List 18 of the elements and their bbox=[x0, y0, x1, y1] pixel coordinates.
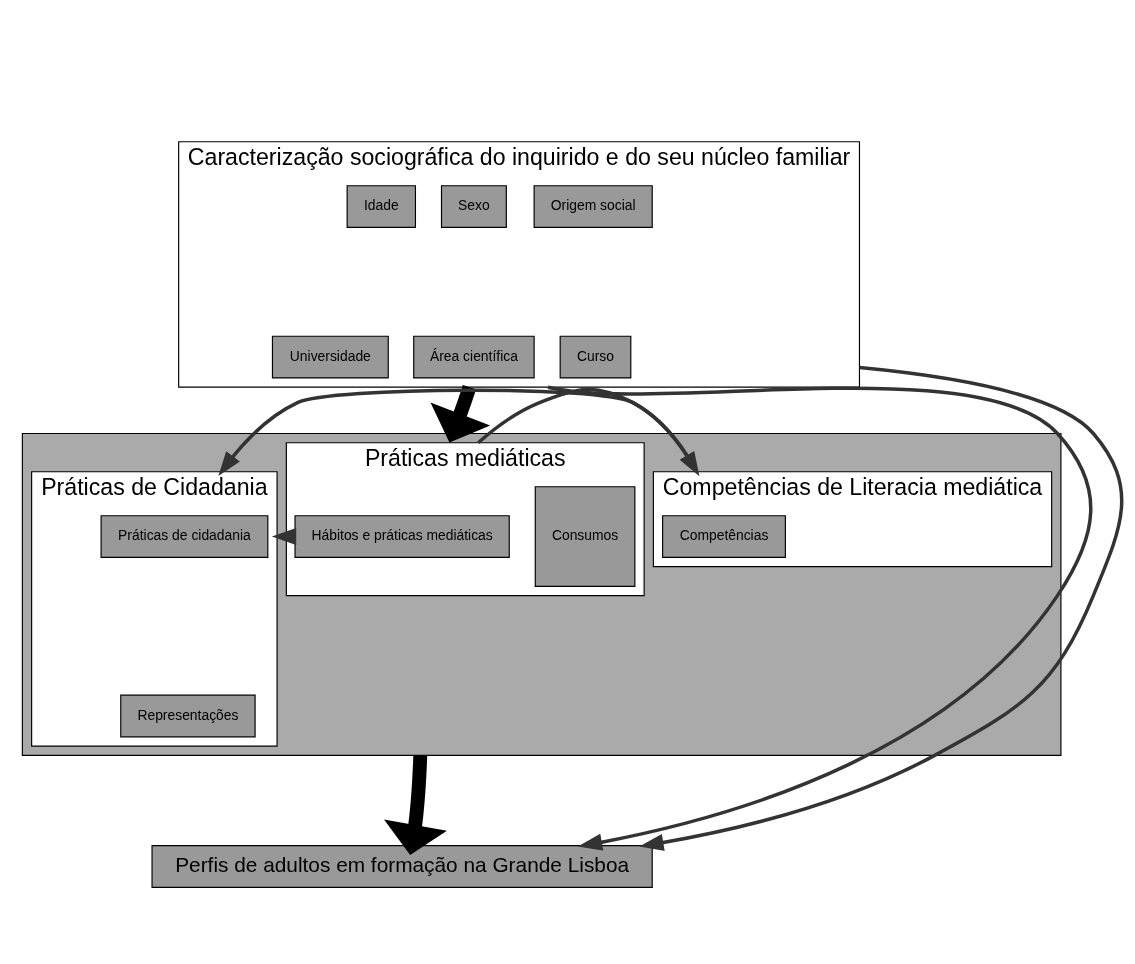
node-box: Área científica bbox=[413, 335, 535, 379]
node-box: Competências bbox=[662, 515, 786, 558]
node-box: Origem social bbox=[533, 185, 653, 228]
arrow bbox=[430, 385, 491, 443]
node-box: Curso bbox=[559, 335, 632, 379]
cluster bbox=[21, 432, 1062, 756]
node-box: Práticas de cidadania bbox=[100, 515, 269, 558]
arrow bbox=[271, 528, 297, 546]
arrow bbox=[384, 755, 447, 856]
node-box: Perfis de adultos em formação na Grande Lisboa bbox=[151, 845, 653, 888]
node-box: Sexo bbox=[440, 185, 507, 228]
arrow bbox=[639, 365, 1124, 851]
node-box: Universidade bbox=[271, 335, 389, 379]
node-box: Idade bbox=[346, 185, 416, 228]
node-box: Consumos bbox=[534, 486, 636, 587]
arrow bbox=[547, 385, 1093, 851]
node-box: Hábitos e práticas mediáticas bbox=[294, 515, 510, 558]
node-box: Representações bbox=[120, 694, 256, 738]
